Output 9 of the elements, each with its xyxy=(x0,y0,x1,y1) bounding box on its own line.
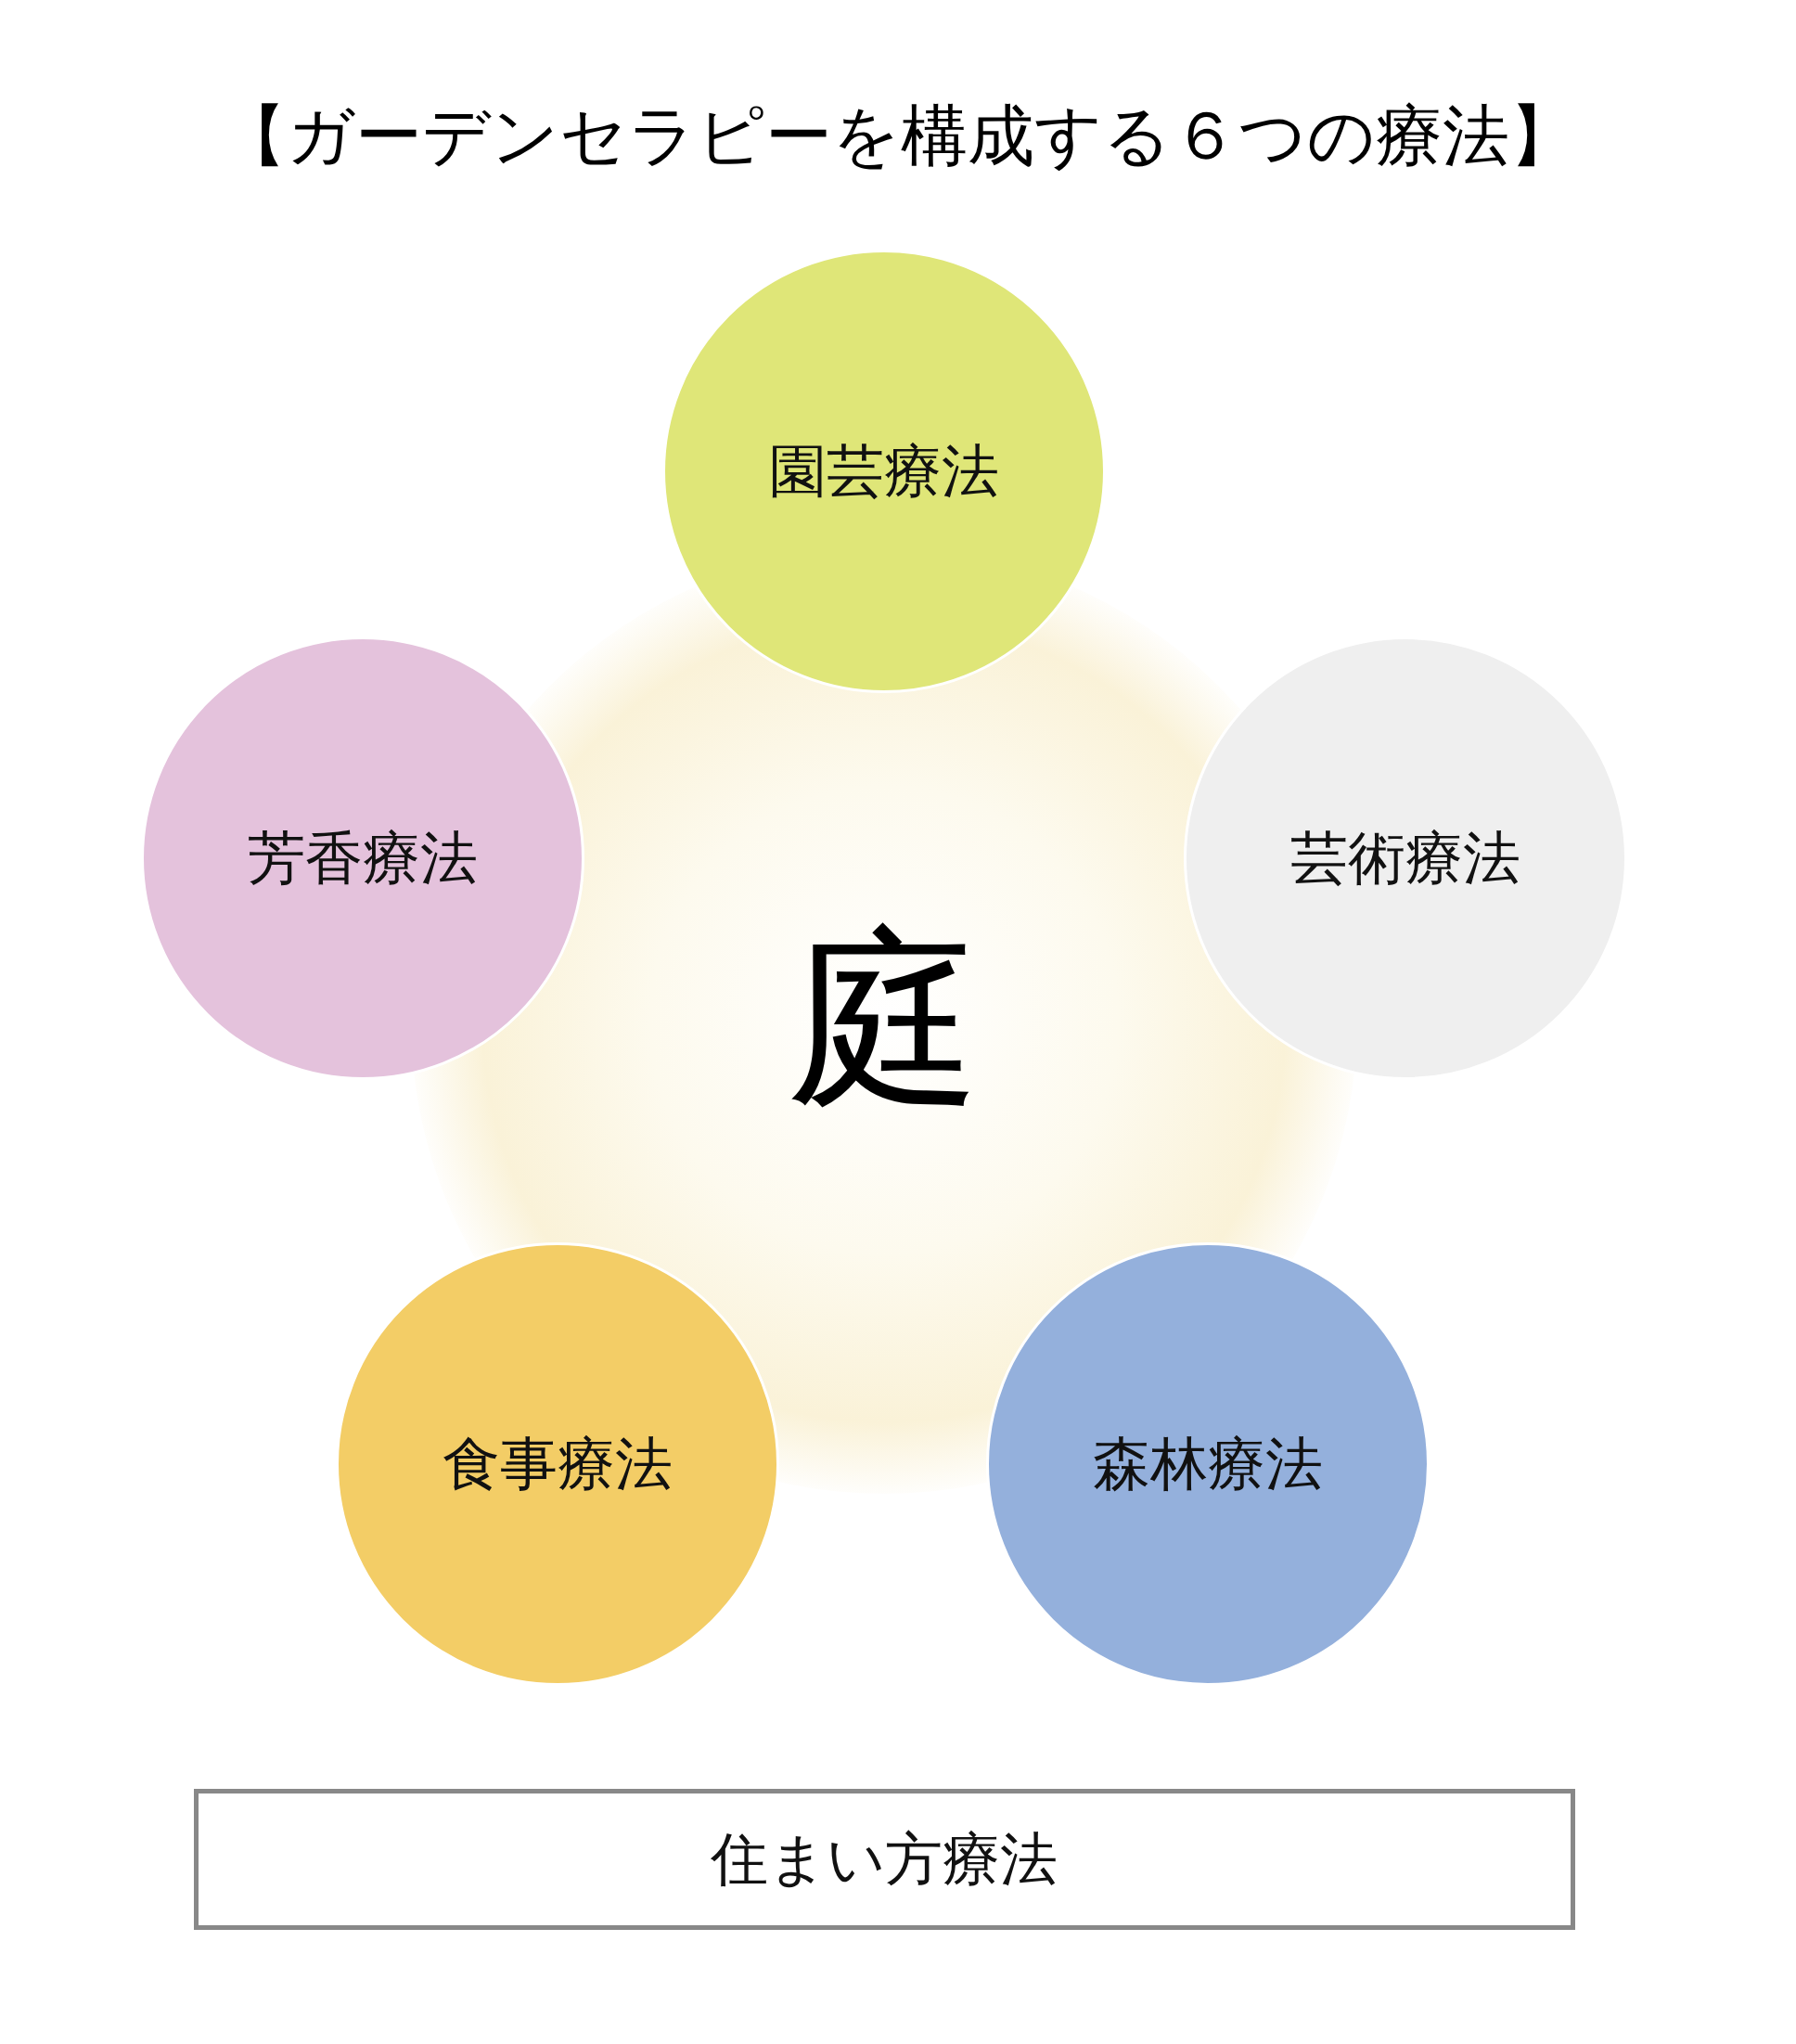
node-label: 住まい方療法 xyxy=(711,1831,1058,1888)
diagram-title: 【ガーデンセラピーを構成する６つの療法】 xyxy=(219,102,1577,169)
node-label: 森林療法 xyxy=(1093,1435,1323,1493)
node-label: 芸術療法 xyxy=(1290,829,1520,887)
node-label: 庭 xyxy=(787,923,981,1118)
node-label: 食事療法 xyxy=(443,1435,673,1493)
node-label: 園芸療法 xyxy=(769,443,999,500)
therapy-box xyxy=(193,1789,1575,1930)
node-label: 芳香療法 xyxy=(248,829,478,887)
